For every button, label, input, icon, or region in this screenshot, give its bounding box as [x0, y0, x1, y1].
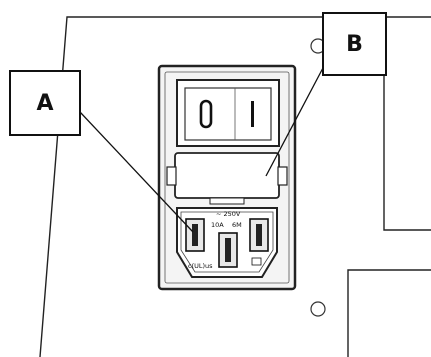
fuse-drawer-tab-right	[277, 166, 288, 186]
cert-marking: c(UL)us	[188, 262, 213, 270]
voltage-marking: ~ 250V	[216, 210, 241, 218]
rocker-switch	[176, 79, 280, 147]
panel-outline	[39, 16, 431, 357]
pin-left-slot	[192, 224, 198, 246]
iec-inlet: ~ 250V 10A 6M c(UL)us	[176, 207, 278, 278]
leader-line-a	[79, 111, 194, 233]
switch-on-symbol	[251, 101, 254, 127]
fuse-drawer	[166, 152, 288, 205]
mounting-hole-bottom	[310, 301, 326, 317]
leader-line-b	[265, 65, 325, 177]
switch-rocker	[184, 87, 272, 141]
callout-label-a: A	[9, 70, 81, 136]
switch-off-symbol	[199, 99, 213, 129]
approval-mark-box	[251, 257, 262, 266]
inlet-inner-outline	[180, 211, 274, 273]
callout-label-b: B	[322, 12, 387, 76]
module-inner-frame	[164, 71, 290, 284]
pin-right-slot	[256, 224, 262, 246]
fuse-drawer-tab-left	[166, 166, 177, 186]
fuse-drawer-latch	[209, 197, 245, 205]
ratings-marking: 6M	[232, 221, 242, 229]
current-marking: 10A	[211, 221, 224, 229]
upper-cutout	[383, 60, 431, 231]
fuse-drawer-body	[174, 152, 280, 199]
pin-ground-slot	[225, 238, 231, 262]
lower-cutout	[347, 269, 431, 357]
